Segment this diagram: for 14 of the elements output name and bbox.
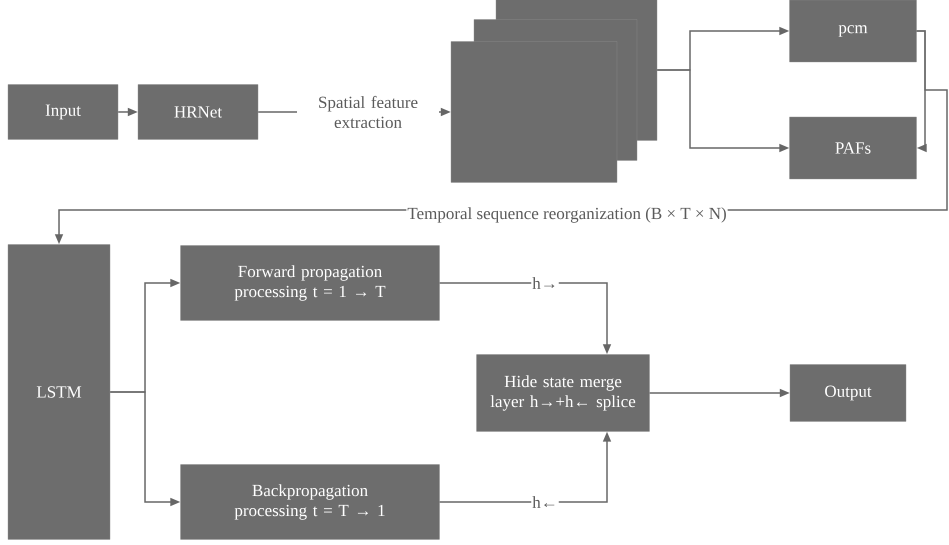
edge-label: h→ [531,276,559,290]
process-box: PAFs [789,116,917,180]
process-box: pcm [789,0,917,62]
edge-label: Temporal sequence reorganization (B × T × N) [406,206,728,224]
process-box: Backpropagation processing t = T → 1 [180,464,440,540]
process-box: HRNet [138,84,258,140]
edge-label: Spatial feature extraction [297,94,439,130]
edge-label: h← [531,495,559,509]
process-box: Hide state merge layer h→+h← splice [476,354,650,432]
process-box: Output [790,364,906,422]
stacked-boxes-drawing [450,0,658,183]
process-box: Input [8,84,118,140]
process-box: Forward propagation processing t = 1 → T [180,245,440,321]
process-box: LSTM [8,244,110,540]
